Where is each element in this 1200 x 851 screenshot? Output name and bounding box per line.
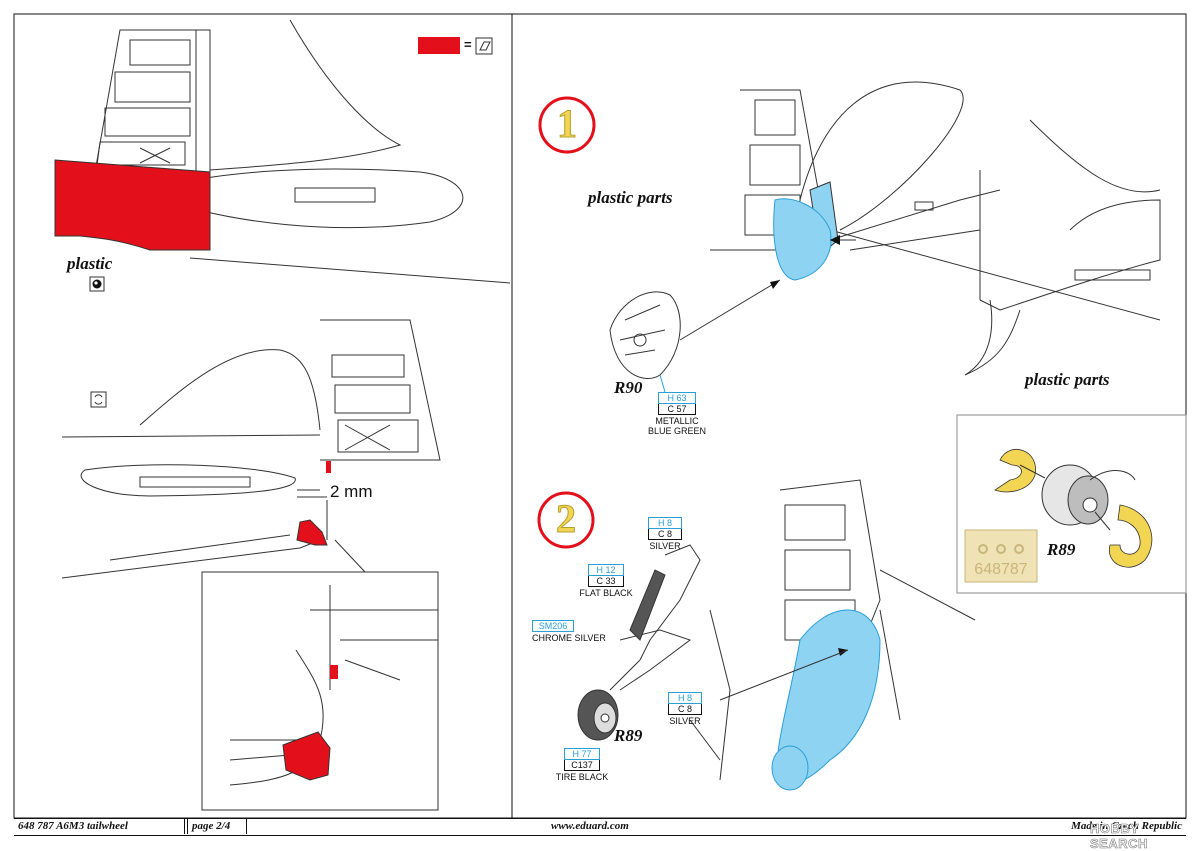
mask-arrow-1: [1019, 464, 1046, 479]
footer-url: www.eduard.com: [551, 820, 629, 832]
step2-installed-strut-blue: [776, 609, 881, 785]
paint-h-code: SM206: [532, 620, 574, 632]
mask-ring-1: [994, 449, 1036, 493]
red-pin-inset: [330, 665, 338, 679]
paint-name: TIRE BLACK: [555, 772, 609, 782]
step2-arrow-line-2: [719, 649, 849, 701]
footer-bar: 648 787 A6M3 tailwheel page 2/4 www.edua…: [14, 818, 1186, 836]
refit-icon: [90, 391, 107, 408]
footer-product-code: 648 787 A6M3 tailwheel: [18, 820, 128, 832]
footer-page: page 2/4: [192, 820, 231, 832]
step2-paint-silver-2: H 8 C 8 SILVER: [660, 692, 710, 726]
red-stub-inset: [282, 731, 331, 781]
step1-fuselage: [710, 81, 1161, 376]
step1-paint-box: H 63 C 57 METALLIC BLUE GREEN: [647, 392, 707, 436]
mask-sheet: [964, 529, 1038, 583]
watermark: HOBBY SEARCH: [1090, 821, 1148, 851]
mask-arrow-2: [1094, 511, 1111, 531]
paint-c-code: C 57: [658, 404, 696, 415]
plastic-parts-label-bottom: plastic parts: [1025, 370, 1110, 389]
paint-h-code: H 12: [588, 564, 624, 576]
step2-paint-silver-1: H 8 C 8 SILVER: [640, 517, 690, 551]
paint-c-code: C 33: [588, 576, 624, 587]
red-pin: [326, 461, 331, 473]
step2-paint-flat-black: H 12 C 33 FLAT BLACK: [574, 564, 638, 598]
mask-wheel: [1041, 464, 1136, 526]
footer-separator-1: [184, 818, 188, 834]
mask-part-r89-label: R89: [1047, 540, 1076, 559]
legend-red-swatch: [418, 37, 460, 54]
paint-h-code: H 8: [648, 517, 682, 529]
paint-name: SILVER: [669, 716, 701, 726]
paint-c-code: C137: [564, 760, 600, 771]
paint-name-line2: BLUE GREEN: [647, 426, 707, 436]
step2-paint-tire-black: H 77 C137 TIRE BLACK: [550, 748, 614, 782]
paint-name: SILVER: [649, 541, 681, 551]
paint-h-code: H 77: [564, 748, 600, 760]
step2-arrow-line: [689, 719, 721, 761]
red-removal-area: [54, 159, 211, 251]
remove-icon: [475, 37, 493, 55]
legend-equals: =: [464, 37, 472, 52]
step1-paint-leader: [659, 374, 666, 393]
step2-installed-wheel-blue: [771, 745, 809, 791]
paint-c-code: C 8: [648, 529, 682, 540]
step2-part-r89: [577, 544, 701, 741]
step1-number-badge: [538, 96, 596, 154]
red-stub: [296, 519, 328, 546]
footer-made-in: Made in Czech Republic: [1071, 820, 1182, 832]
plastic-symbol-icon: [89, 276, 105, 292]
step1-number: 1: [557, 101, 578, 147]
step1-arrow-head-2: [830, 235, 840, 245]
step1-arrow-line: [679, 279, 781, 341]
part-r90-label: R90: [614, 378, 643, 397]
step1-arrow-head: [770, 280, 780, 289]
plastic-label: plastic: [67, 254, 113, 273]
left-top-diagram: [94, 19, 511, 284]
plastic-parts-label-top: plastic parts: [588, 188, 673, 207]
paint-name: CHROME SILVER: [532, 633, 606, 643]
paint-c-code: C 8: [668, 704, 702, 715]
mask-code-label: 648787: [974, 561, 1028, 578]
paint-h-code: H 8: [668, 692, 702, 704]
step1-part-r90: [609, 291, 681, 379]
paint-h-code: H 63: [658, 392, 696, 404]
step2-number: 2: [556, 496, 577, 542]
paint-name: FLAT BLACK: [579, 588, 633, 598]
dimension-label: 2 mm: [330, 482, 373, 501]
paint-name-line1: METALLIC: [655, 416, 699, 426]
step2-paint-chrome-silver: SM206 CHROME SILVER: [532, 620, 622, 643]
footer-separator-2: [246, 818, 247, 834]
left-middle-diagram: [61, 319, 441, 811]
step1-tailwheel-housing-blue: [773, 198, 832, 281]
part-r89-label: R89: [614, 726, 643, 745]
mask-ring-2: [1108, 504, 1153, 568]
step2-number-badge: [537, 491, 595, 549]
